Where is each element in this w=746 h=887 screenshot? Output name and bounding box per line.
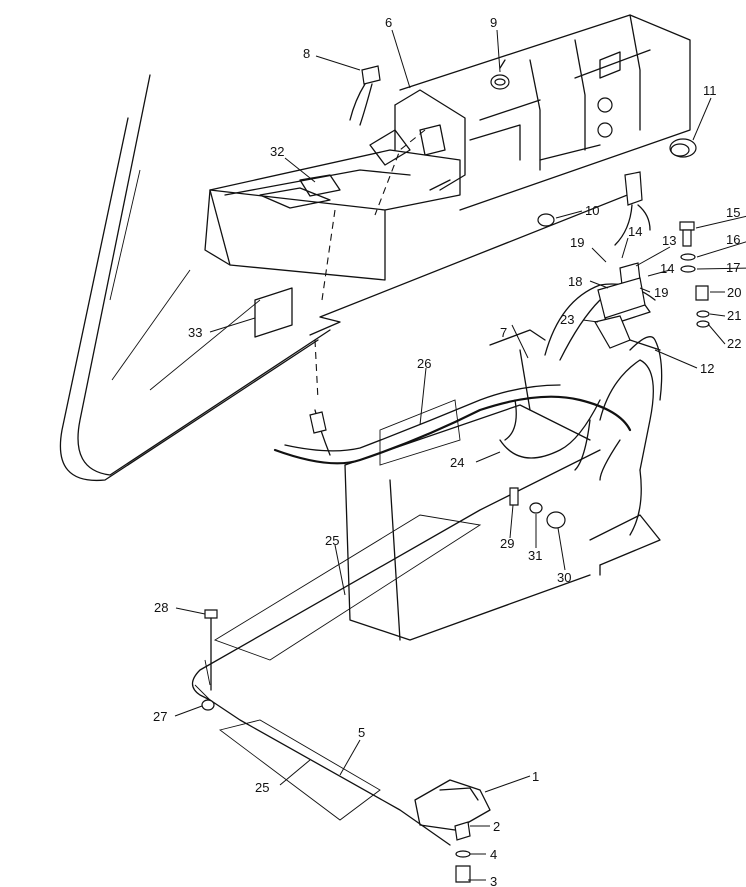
long-cable <box>191 449 601 846</box>
callout-19a: 19 <box>570 235 584 250</box>
callout-27: 27 <box>153 709 167 724</box>
callout-21: 21 <box>727 308 741 323</box>
callout-6: 6 <box>385 15 392 30</box>
callout-9: 9 <box>490 15 497 30</box>
callout-29: 29 <box>500 536 514 551</box>
clamp-group-outlines <box>213 399 482 821</box>
parts <box>201 65 710 883</box>
frame-beam <box>399 14 691 211</box>
callout-3: 3 <box>490 874 497 887</box>
callout-13: 13 <box>662 233 676 248</box>
console-box <box>204 89 466 281</box>
callout-28: 28 <box>154 600 168 615</box>
callout-25b: 25 <box>255 780 269 795</box>
callout-26: 26 <box>417 356 431 371</box>
callout-33: 33 <box>188 325 202 340</box>
callout-5: 5 <box>358 725 365 740</box>
window-frame <box>59 74 331 482</box>
callout-labels: 1 2 3 4 5 6 7 8 9 10 11 12 13 14 14 15 1… <box>153 15 741 887</box>
callout-19b: 19 <box>654 285 668 300</box>
callout-11: 11 <box>703 83 717 98</box>
callout-14b: 14 <box>660 261 674 276</box>
callout-16: 16 <box>726 232 740 247</box>
tank-box <box>344 329 661 641</box>
callout-1: 1 <box>532 769 539 784</box>
callout-12: 12 <box>700 361 714 376</box>
callout-31: 31 <box>528 548 542 563</box>
callout-15: 15 <box>726 205 740 220</box>
callout-24: 24 <box>450 455 464 470</box>
callout-17: 17 <box>726 260 740 275</box>
callout-14a: 14 <box>628 224 642 239</box>
callout-8: 8 <box>303 46 310 61</box>
dashed-link-lines <box>314 129 426 401</box>
callout-7: 7 <box>500 325 507 340</box>
callout-18: 18 <box>568 274 582 289</box>
callout-10: 10 <box>585 203 599 218</box>
callout-2: 2 <box>493 819 500 834</box>
break-line <box>309 189 641 336</box>
callout-23: 23 <box>560 312 574 327</box>
callout-22: 22 <box>727 336 741 351</box>
callout-25a: 25 <box>325 533 339 548</box>
callout-32: 32 <box>270 144 284 159</box>
callout-4: 4 <box>490 847 497 862</box>
callout-20: 20 <box>727 285 741 300</box>
leader-lines <box>174 29 746 881</box>
callout-30: 30 <box>557 570 571 585</box>
